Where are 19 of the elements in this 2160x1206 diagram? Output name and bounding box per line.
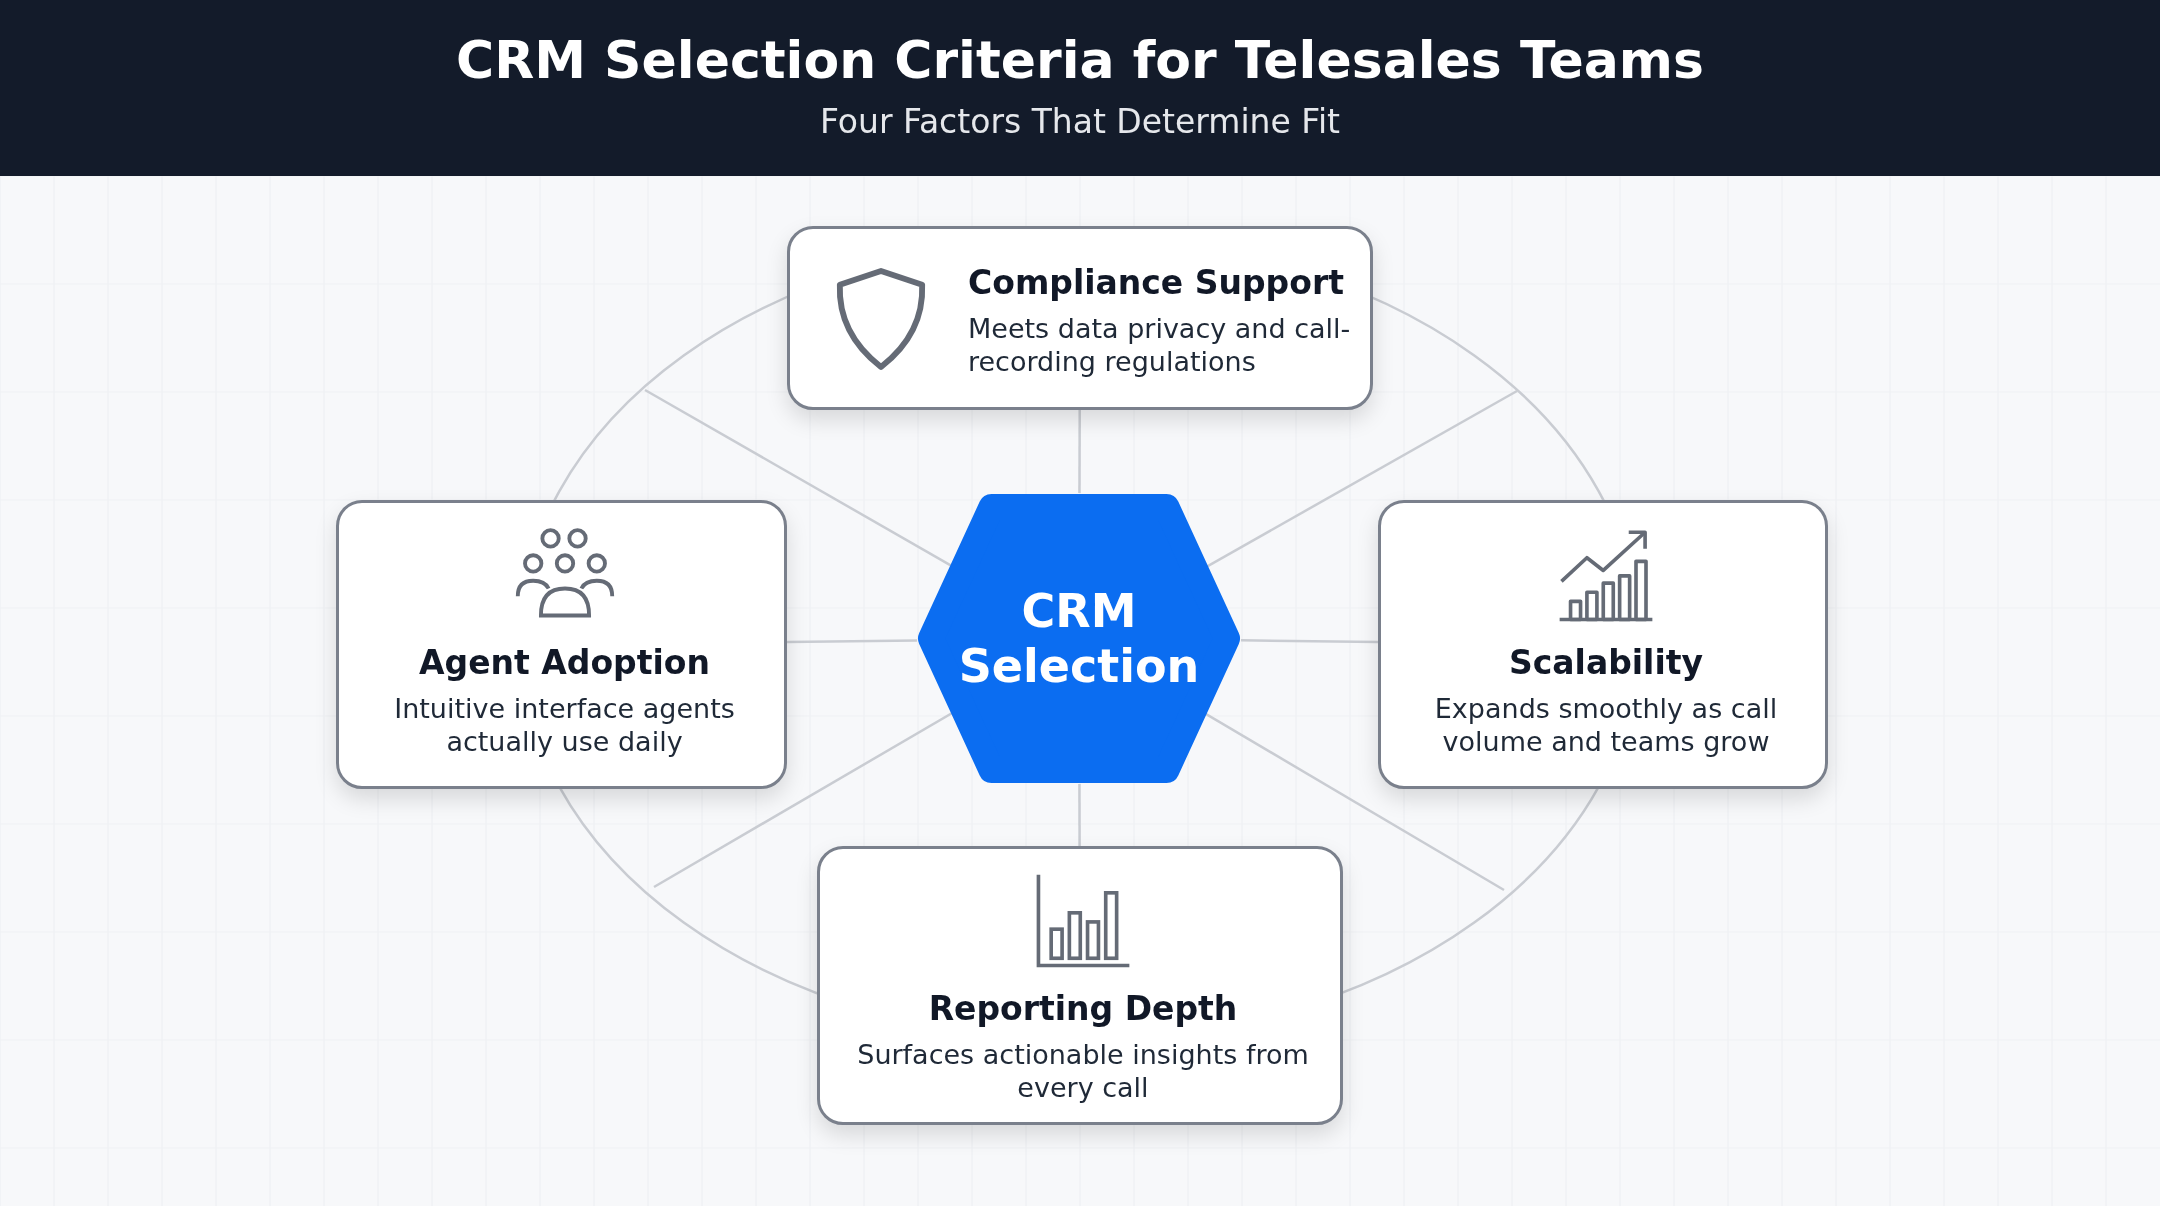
card-description: Expands smoothly as call volume and teams grow [1433,692,1779,759]
diagram-title: CRM Selection Criteria for Telesales Teams [455,30,1705,90]
card-description: Surfaces actionable insights from every call [856,1038,1310,1105]
criterion-card [336,500,787,789]
criterion-card [1378,500,1828,789]
criterion-card [787,226,1373,410]
criterion-card [817,846,1343,1125]
card-description: Intuitive interface agents actually use daily [393,692,736,759]
card-description: Meets data privacy and call-recording regulations [968,312,1352,379]
connector-line [1078,784,1081,846]
connector-line [1241,639,1378,644]
card-heading: Agent Adoption [418,643,711,682]
diagram-subtitle: Four Factors That Determine Fit [818,102,1341,141]
card-heading: Compliance Support [968,263,1345,302]
center-label: CRM Selection [957,583,1201,694]
connector-line [787,639,917,644]
card-heading: Reporting Depth [927,989,1239,1028]
card-heading: Scalability [1508,643,1704,682]
connector-line [1078,410,1081,493]
